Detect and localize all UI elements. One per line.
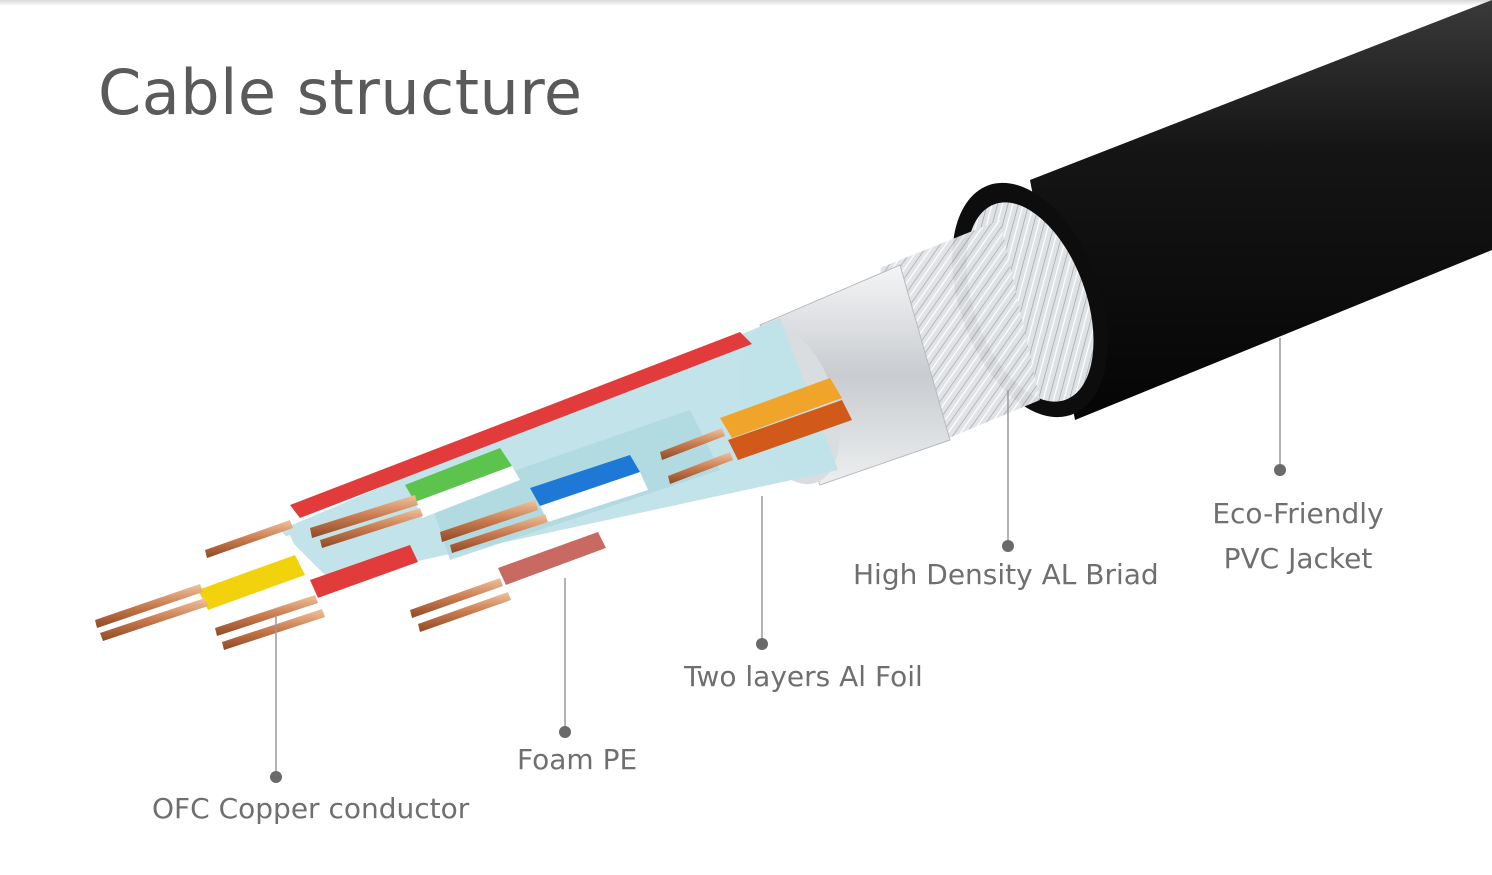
wire-blue [440, 455, 648, 553]
wire-red-lower [215, 545, 424, 650]
pvc-jacket-label-line1: Eco-Friendly [1212, 497, 1384, 530]
wire-orange-pair [660, 378, 852, 484]
ofc-copper-label: OFC Copper conductor [152, 792, 470, 825]
al-foil-label: Two layers Al Foil [684, 660, 923, 693]
wire-brown-lower [410, 532, 612, 632]
wire-green [310, 448, 520, 548]
wire-yellow [95, 520, 305, 641]
foam-pe-label: Foam PE [517, 743, 638, 776]
leader-foil [756, 496, 768, 650]
wire-red-top [290, 332, 752, 518]
page-title: Cable structure [98, 56, 583, 129]
leader-pvc [1274, 338, 1286, 476]
top-divider [0, 0, 1492, 6]
leader-ofc [270, 615, 282, 783]
pvc-jacket-label: Eco-Friendly PVC Jacket [1198, 492, 1398, 582]
leader-foam-pe [559, 578, 571, 738]
leader-braid [1002, 390, 1014, 552]
pvc-jacket-label-line2: PVC Jacket [1223, 541, 1373, 575]
al-braid-label: High Density AL Briad [853, 558, 1159, 591]
